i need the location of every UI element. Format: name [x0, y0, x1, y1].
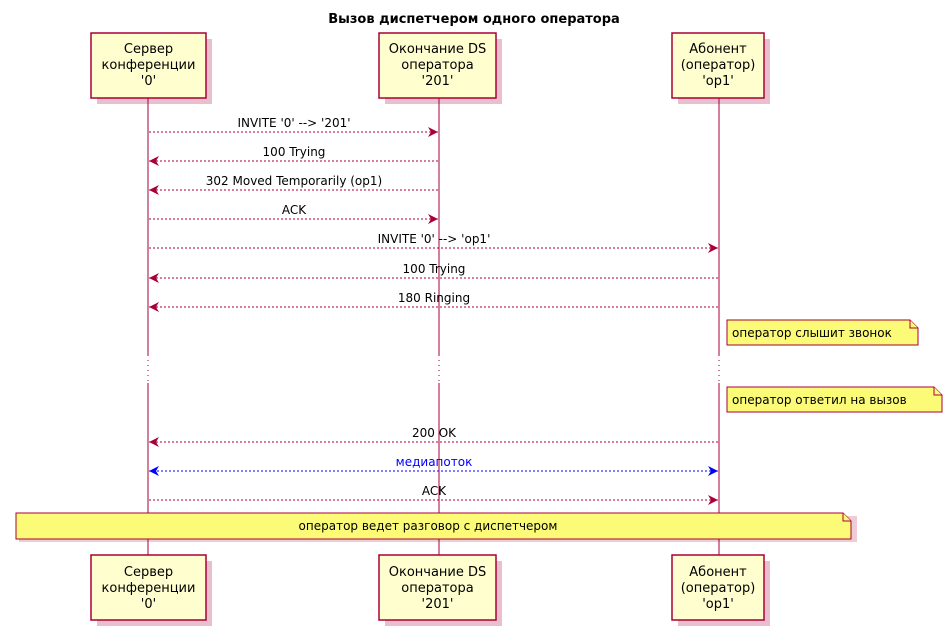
note-operator-answered: оператор ответил на вызов: [726, 386, 943, 413]
participant-ds-line-2: оператора: [401, 58, 473, 73]
participant-ds-line-1: Окончание DS: [389, 42, 487, 57]
message-label: 302 Moved Temporarily (op1): [206, 174, 382, 188]
message-6: 100 Trying: [149, 262, 718, 283]
participant-subscriber-line-2: (оператор): [681, 581, 756, 596]
participant-server-line-2: конференции: [102, 58, 196, 73]
participant-ds-top: Окончание DS оператора '201': [378, 32, 502, 104]
participant-ds-bottom: Окончание DS оператора '201': [378, 554, 502, 626]
participant-server-line-3: '0': [141, 74, 156, 89]
message-label: INVITE '0' --> '201': [237, 116, 350, 130]
message-10: ACK: [149, 484, 718, 505]
participant-server-top: Сервер конференции '0': [90, 32, 212, 104]
message-label: ACK: [282, 203, 307, 217]
participant-ds-line-2: оператора: [401, 581, 473, 596]
participant-server-line-2: конференции: [102, 581, 196, 596]
participant-ds-line-1: Окончание DS: [389, 565, 487, 580]
message-1: INVITE '0' --> '201': [149, 116, 438, 137]
participant-ds-line-3: '201': [422, 597, 454, 612]
note-text: оператор слышит звонок: [732, 326, 892, 340]
participant-subscriber-line-3: 'op1': [702, 74, 734, 89]
message-label: ACK: [422, 484, 447, 498]
participant-subscriber-line-1: Абонент: [689, 42, 747, 57]
message-2: 100 Trying: [149, 145, 438, 166]
participant-subscriber-top: Абонент (оператор) 'op1': [671, 32, 770, 104]
participant-server-line-1: Сервер: [124, 565, 173, 580]
note-operator-hears: оператор слышит звонок: [726, 319, 919, 346]
message-9-media: медиапоток: [149, 455, 718, 476]
participant-subscriber-line-1: Абонент: [689, 565, 747, 580]
note-conversation: оператор ведет разговор с диспетчером: [15, 512, 857, 542]
participant-server-bottom: Сервер конференции '0': [90, 554, 212, 626]
message-7: 180 Ringing: [149, 291, 718, 312]
message-5: INVITE '0' --> 'op1': [149, 232, 718, 253]
diagram-title: Вызов диспетчером одного оператора: [328, 12, 620, 27]
participant-server-line-1: Сервер: [124, 42, 173, 57]
message-label: медиапоток: [396, 455, 473, 469]
message-4: ACK: [149, 203, 438, 224]
participant-subscriber-bottom: Абонент (оператор) 'op1': [671, 554, 770, 626]
message-8: 200 OK: [149, 426, 718, 447]
participant-ds-line-3: '201': [422, 74, 454, 89]
message-label: 200 OK: [412, 426, 457, 440]
message-label: 180 Ringing: [398, 291, 470, 305]
note-text: оператор ведет разговор с диспетчером: [299, 519, 558, 533]
participant-server-line-3: '0': [141, 597, 156, 612]
note-text: оператор ответил на вызов: [732, 393, 907, 407]
message-label: INVITE '0' --> 'op1': [378, 232, 491, 246]
message-label: 100 Trying: [263, 145, 326, 159]
participant-subscriber-line-2: (оператор): [681, 58, 756, 73]
participant-subscriber-line-3: 'op1': [702, 597, 734, 612]
message-label: 100 Trying: [403, 262, 466, 276]
message-3: 302 Moved Temporarily (op1): [149, 174, 438, 195]
